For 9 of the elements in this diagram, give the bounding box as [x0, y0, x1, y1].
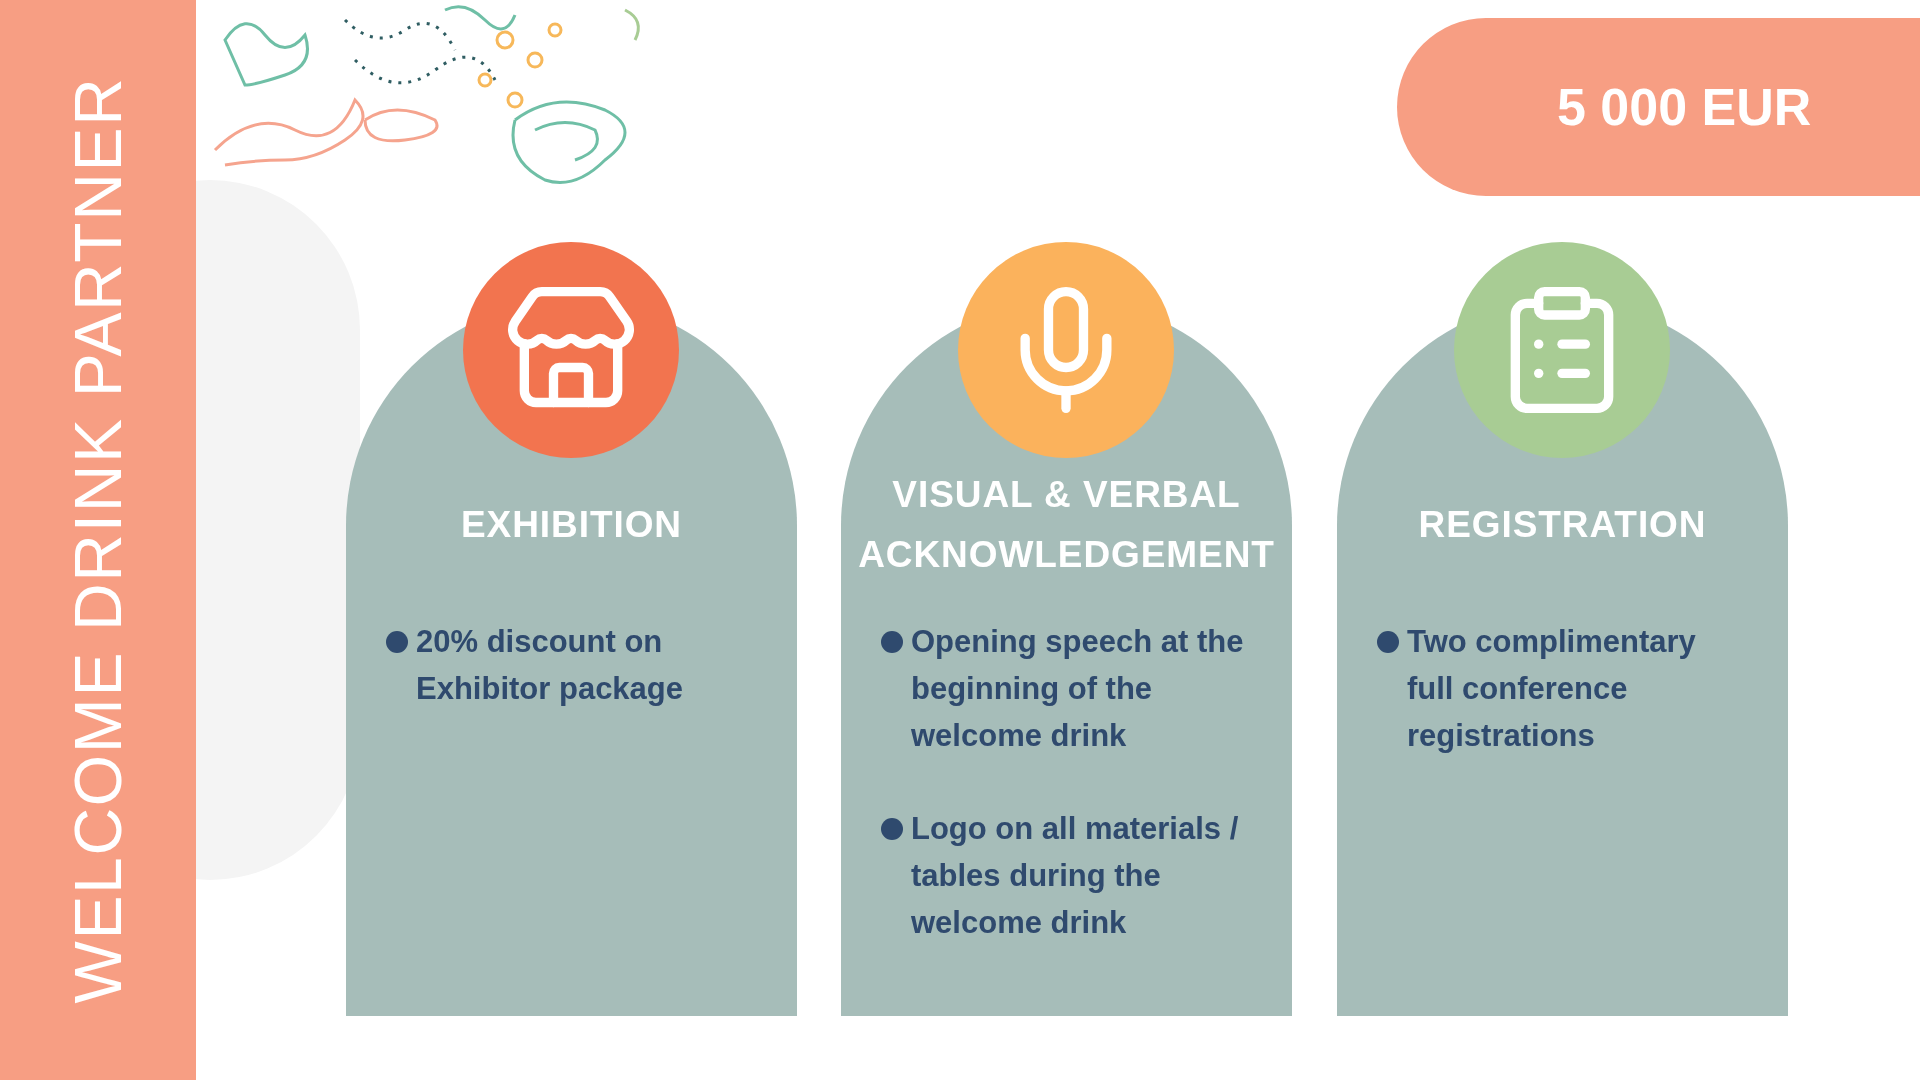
- benefit-text: Opening speech at the beginning of the welcome drink: [911, 623, 1245, 755]
- benefit-text: Logo on all materials / tables during the welcome drink: [911, 810, 1240, 942]
- benefit-text: Two complimentary full conference registrations: [1407, 623, 1697, 755]
- card-heading: REGISTRATION: [1418, 503, 1707, 547]
- card-heading: EXHIBITION: [461, 503, 682, 547]
- title: WELCOME DRINK PARTNER: [65, 76, 131, 1004]
- card-heading: VISUAL & VERBAL ACKNOWLEDGEMENT: [857, 473, 1276, 577]
- price-pill: 5 000 EUR: [1397, 18, 1920, 196]
- benefit-text: 20% discount on Exhibitor package: [416, 623, 685, 708]
